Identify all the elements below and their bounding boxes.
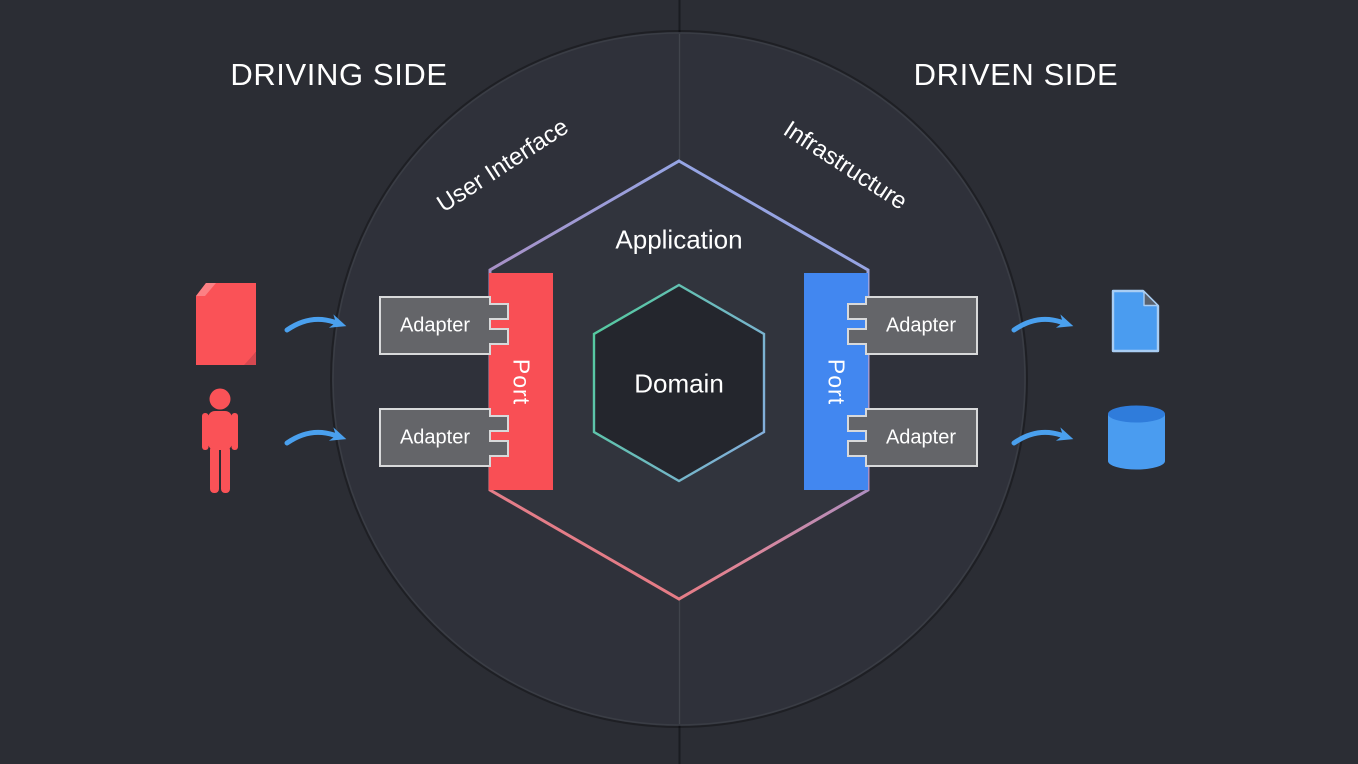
adapter-right-top-label: Adapter xyxy=(885,314,957,337)
port-right-label: Port xyxy=(823,358,850,406)
adapter-right-bottom-shape xyxy=(847,408,978,467)
domain-label: Domain xyxy=(634,368,724,399)
document-icon xyxy=(1111,289,1160,353)
person-icon xyxy=(202,388,238,493)
driving-side-title: DRIVING SIDE xyxy=(230,57,448,92)
arrow-left-bottom xyxy=(284,427,347,446)
domain-hexagon xyxy=(592,283,766,483)
application-label: Application xyxy=(615,224,743,255)
arrow-right-top xyxy=(1011,314,1074,333)
database-icon xyxy=(1108,405,1165,470)
cube-icon xyxy=(196,283,256,365)
boundary-circle-shadow xyxy=(330,30,1028,728)
arrow-right-bottom xyxy=(1011,427,1074,446)
adapter-left-top-shape xyxy=(379,296,509,355)
adapter-left-bottom-label: Adapter xyxy=(399,426,471,449)
adapter-right-bottom-label: Adapter xyxy=(885,426,957,449)
port-left-label: Port xyxy=(508,358,535,406)
adapter-left-top-label: Adapter xyxy=(399,314,471,337)
arrow-left-top xyxy=(284,314,347,333)
driven-side-title: DRIVEN SIDE xyxy=(913,57,1119,92)
adapter-left-bottom-shape xyxy=(379,408,509,467)
adapter-right-top-shape xyxy=(847,296,978,355)
